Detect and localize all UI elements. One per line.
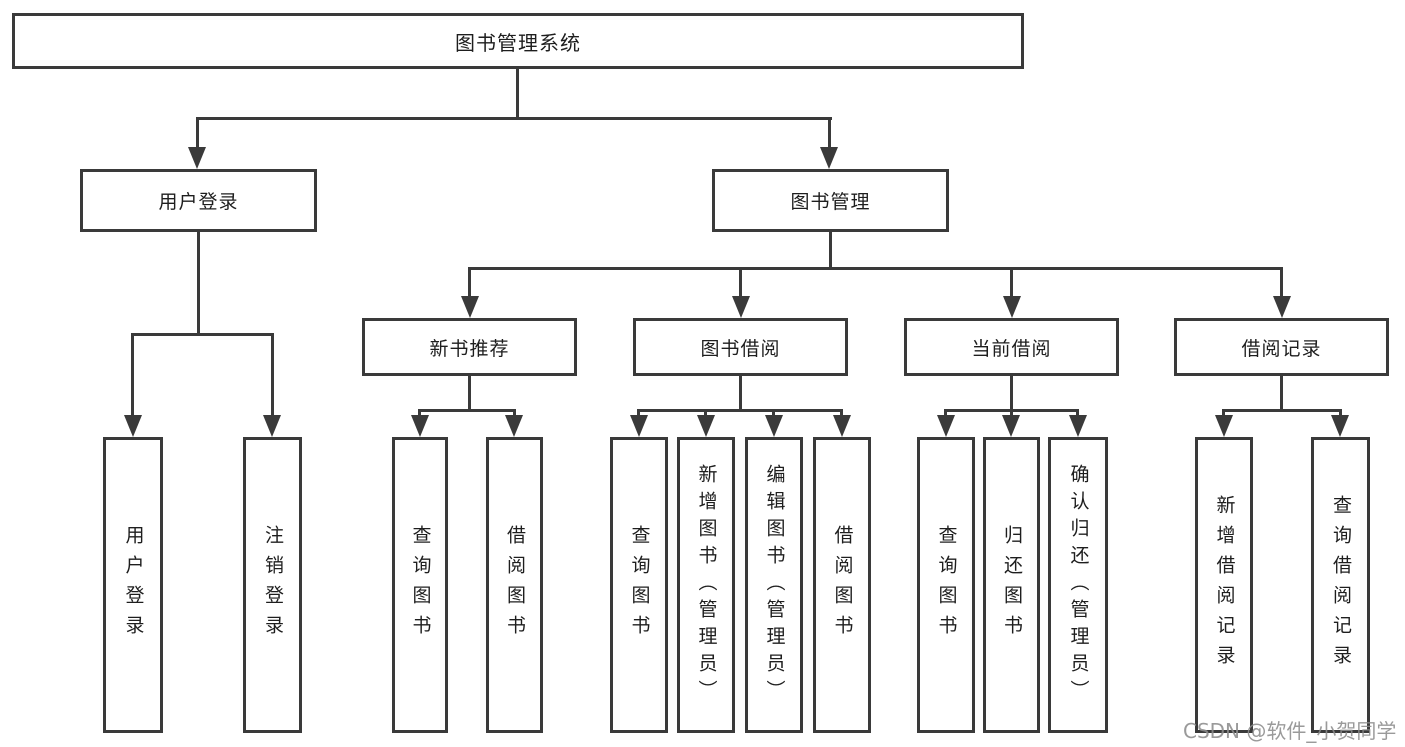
arrow-down-icon <box>765 415 783 437</box>
connector-hline <box>468 267 1283 270</box>
leaf-bb-borrow-books: 借阅图书 <box>813 437 871 733</box>
leaf-bb-edit-books-admin: 编辑图书（管理员） <box>745 437 803 733</box>
arrow-down-icon <box>937 415 955 437</box>
leaf-br-query-record: 查询借阅记录 <box>1311 437 1370 733</box>
leaf-user-login-label: 用户登录 <box>122 525 145 645</box>
leaf-cb-confirm-return-admin: 确认归还（管理员） <box>1048 437 1108 733</box>
leaf-bb-query-books-label: 查询图书 <box>628 525 651 645</box>
connector-vline <box>516 69 519 120</box>
leaf-nbr-query-books: 查询图书 <box>392 437 448 733</box>
node-book-management: 图书管理 <box>712 169 949 232</box>
node-book-borrow-label: 图书借阅 <box>700 337 781 360</box>
arrow-down-icon <box>188 147 206 169</box>
node-book-borrow: 图书借阅 <box>633 318 848 376</box>
connector-vline <box>1076 409 1079 415</box>
leaf-br-add-record-label: 新增借阅记录 <box>1213 495 1236 675</box>
arrow-down-icon <box>263 415 281 437</box>
leaf-bb-query-books: 查询图书 <box>610 437 668 733</box>
leaf-br-add-record: 新增借阅记录 <box>1195 437 1253 733</box>
leaf-bb-add-books-admin: 新增图书（管理员） <box>677 437 735 733</box>
arrow-down-icon <box>1331 415 1349 437</box>
connector-vline <box>271 333 274 415</box>
connector-vline <box>772 409 775 415</box>
leaf-logout-label: 注销登录 <box>262 525 284 645</box>
leaf-logout: 注销登录 <box>243 437 302 733</box>
connector-vline <box>1280 376 1283 412</box>
leaf-cb-query-books: 查询图书 <box>917 437 975 733</box>
arrow-down-icon <box>820 147 838 169</box>
connector-hline <box>131 333 274 336</box>
leaf-user-login: 用户登录 <box>103 437 163 733</box>
connector-vline <box>1010 409 1013 415</box>
arrow-down-icon <box>697 415 715 437</box>
leaf-bb-borrow-books-label: 借阅图书 <box>831 525 854 645</box>
node-library-system: 图书管理系统 <box>12 13 1024 69</box>
connector-hline <box>418 409 516 412</box>
connector-vline <box>637 409 640 415</box>
connector-vline <box>513 409 516 415</box>
connector-vline <box>944 409 947 415</box>
arrow-down-icon <box>411 415 429 437</box>
arrow-down-icon <box>833 415 851 437</box>
connector-vline <box>704 409 707 415</box>
connector-vline <box>739 267 742 296</box>
connector-hline <box>637 409 843 412</box>
leaf-cb-confirm-return-admin-label: 确认归还（管理员） <box>1067 463 1090 707</box>
node-new-book-recommend-label: 新书推荐 <box>429 337 510 360</box>
connector-vline <box>1222 409 1225 415</box>
node-current-borrow-label: 当前借阅 <box>971 337 1052 360</box>
arrow-down-icon <box>630 415 648 437</box>
connector-vline <box>418 409 421 415</box>
leaf-nbr-query-books-label: 查询图书 <box>409 525 432 645</box>
connector-vline <box>739 376 742 412</box>
arrow-down-icon <box>124 415 142 437</box>
arrow-down-icon <box>732 296 750 318</box>
leaf-bb-edit-books-admin-label: 编辑图书（管理员） <box>763 463 786 707</box>
watermark: CSDN @软件_小贺同学 <box>1183 719 1397 743</box>
arrow-down-icon <box>461 296 479 318</box>
connector-vline <box>828 117 831 147</box>
leaf-nbr-borrow-books-label: 借阅图书 <box>504 525 526 645</box>
leaf-nbr-borrow-books: 借阅图书 <box>486 437 543 733</box>
node-library-system-label: 图书管理系统 <box>455 30 581 55</box>
node-user-login: 用户登录 <box>80 169 317 232</box>
node-borrow-records: 借阅记录 <box>1174 318 1389 376</box>
connector-vline <box>131 333 134 415</box>
node-book-management-label: 图书管理 <box>790 191 871 213</box>
leaf-bb-add-books-admin-label: 新增图书（管理员） <box>695 463 718 707</box>
connector-hline <box>196 117 832 120</box>
connector-vline <box>1280 267 1283 296</box>
connector-hline <box>1222 409 1342 412</box>
arrow-down-icon <box>1003 296 1021 318</box>
connector-vline <box>1339 409 1342 415</box>
connector-vline <box>1010 267 1013 296</box>
arrow-down-icon <box>1069 415 1087 437</box>
arrow-down-icon <box>1002 415 1020 437</box>
connector-vline <box>1010 376 1013 412</box>
arrow-down-icon <box>1215 415 1233 437</box>
node-user-login-label: 用户登录 <box>158 191 239 213</box>
connector-vline <box>840 409 843 415</box>
connector-vline <box>197 232 200 335</box>
leaf-cb-return-books: 归还图书 <box>983 437 1040 733</box>
arrow-down-icon <box>1273 296 1291 318</box>
arrow-down-icon <box>505 415 523 437</box>
node-new-book-recommend: 新书推荐 <box>362 318 577 376</box>
connector-vline <box>196 117 199 147</box>
node-borrow-records-label: 借阅记录 <box>1241 337 1322 360</box>
connector-vline <box>468 376 471 412</box>
leaf-cb-query-books-label: 查询图书 <box>935 525 958 645</box>
leaf-br-query-record-label: 查询借阅记录 <box>1330 495 1352 675</box>
connector-vline <box>468 267 471 296</box>
node-current-borrow: 当前借阅 <box>904 318 1119 376</box>
connector-vline <box>829 232 832 270</box>
leaf-cb-return-books-label: 归还图书 <box>1001 525 1023 645</box>
